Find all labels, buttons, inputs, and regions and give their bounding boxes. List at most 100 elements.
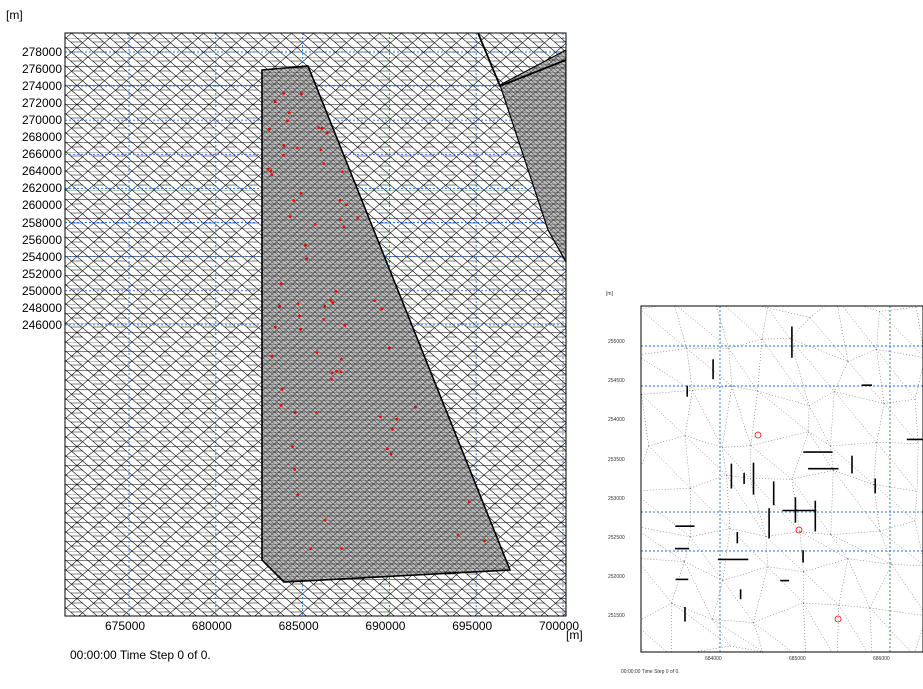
inset-mesh-edge [838,558,849,606]
inset-mesh-edge [837,661,872,662]
inset-mesh-edge [762,651,766,652]
inset-mesh-edge [749,445,752,479]
inset-mesh-edge [722,566,768,581]
inset-y-tick-label: 254500 [608,378,625,385]
observation-point [330,371,334,375]
observation-point [292,199,296,202]
y-tick-label: 268000 [21,130,62,145]
observation-point [299,327,302,331]
inset-mesh-edge [641,309,687,349]
observation-point [323,518,327,522]
inset-mesh-edge [803,602,833,652]
inset-mesh-edge [722,447,751,479]
inset-mesh-edge [674,295,713,304]
inset-mesh-edge [767,307,791,339]
observation-point [296,302,300,306]
inset-mesh-edge [750,431,809,446]
inset-mesh-edge [842,306,877,350]
observation-point [322,162,326,166]
inset-mesh-edge [808,391,835,406]
inset-mesh-edge [806,661,837,662]
inset-mesh-edge [876,349,885,404]
inset-mesh-edge [837,306,849,362]
observation-point [344,203,348,207]
boundary-line [477,33,566,88]
observation-point [314,411,318,414]
observation-point [340,547,343,550]
inset-mesh-edge [789,338,810,406]
x-tick-label: 690000 [365,619,406,633]
inset-mesh-edge [712,619,731,647]
inset-x-tick-label: 686000 [873,656,890,662]
observation-point [322,318,326,321]
inset-mesh-edge [872,655,913,661]
inset-mesh-edge [765,536,768,567]
observation-point [282,153,285,157]
observation-point [293,411,297,414]
y-tick-label: 272000 [21,96,62,111]
y-tick-label: 260000 [21,198,62,213]
observation-point [325,131,329,135]
inset-point [795,526,803,534]
observation-point [483,539,486,543]
inset-mesh-edge [641,532,685,562]
observation-point [338,198,342,202]
inset-mesh-edge [830,445,874,485]
observation-point [291,445,294,449]
inset-mesh-edge [879,530,923,565]
observation-point [304,243,307,247]
inset-y-tick-label: 252000 [608,574,625,581]
observation-point [330,378,334,381]
observation-point [315,351,319,354]
observation-point [273,325,277,329]
inset-mesh-edge [914,365,923,400]
observation-point [269,169,273,173]
observation-point [323,304,327,308]
inset-y-tick-label: 252500 [608,535,625,541]
inset-mesh-edge [690,474,727,489]
inset-mesh-edge [686,348,693,391]
inset-mesh-edge [873,484,916,522]
observation-point [373,299,376,302]
inset-mesh-edge [799,531,849,559]
inset-point [754,431,762,439]
inset-mesh-edge [916,443,919,492]
inset-vectors [675,326,923,622]
inset-mesh-edge [834,391,885,404]
observation-point [282,144,286,147]
observation-point [300,92,303,96]
observation-point [320,126,324,130]
inset-mesh-edge [749,478,767,537]
inset-mesh-edge [876,403,885,443]
observation-point [309,547,313,551]
plot-frame [64,32,567,617]
observation-point [335,369,338,373]
inset-mesh-edge [876,311,880,350]
y-tick-label: 274000 [21,79,62,94]
inset-mesh-edge [834,361,849,392]
observation-point [313,222,317,226]
inset-mesh-edge [648,445,691,489]
inset-mesh-edge [789,338,848,362]
inset-mesh-edge [750,391,758,446]
inset-mesh-edge [838,604,870,609]
inset-mesh-edge [648,656,672,667]
y-tick-label: 278000 [21,45,62,59]
inset-mesh-edge [648,435,686,447]
x-tick-label: 700000 [539,619,580,633]
inset-mesh-edge [690,528,731,538]
inset-mesh-edge [803,571,839,606]
observation-point [295,146,299,150]
inset-mesh-edge [753,622,763,652]
inset-mesh [636,295,923,667]
inset-mesh-edge [636,309,639,355]
inset-mesh-edge [726,474,751,479]
inset-mesh-edge [809,317,849,362]
inset-mesh-edge [641,558,685,562]
inset-mesh-edge [684,561,723,581]
observation-point [343,324,347,327]
inset-mesh-edge [641,628,668,652]
inset-mesh-edge [873,442,877,485]
